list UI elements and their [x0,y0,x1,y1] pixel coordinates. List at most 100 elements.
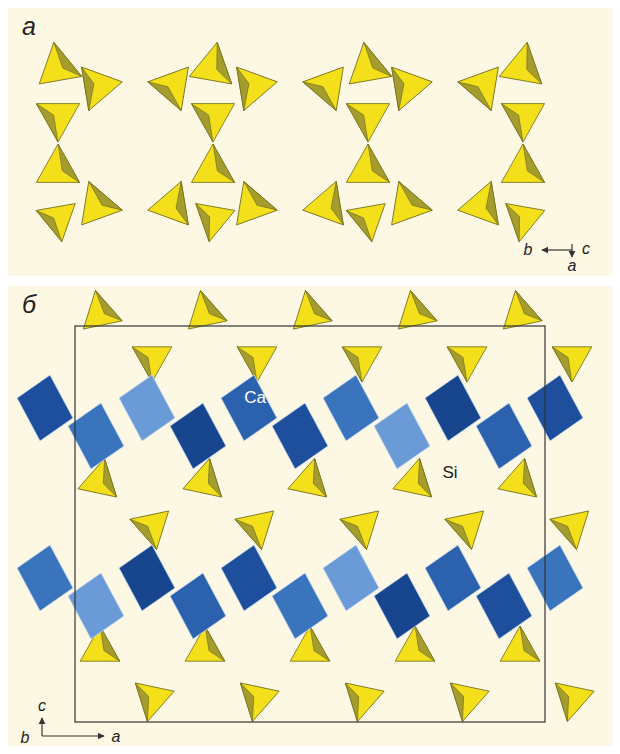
tetrahedron-face [323,181,356,224]
tetrahedron-face [36,144,79,182]
tetrahedron-face [415,626,435,661]
si-tetrahedron [378,67,432,118]
si-tetrahedron [496,286,542,329]
ca-polyhedron [527,545,583,611]
tetrahedron-face [200,286,227,325]
tetrahedron-face [191,104,213,142]
tetrahedron-face [342,347,362,382]
tetrahedron-face [36,207,62,245]
tetrahedron-face [233,683,279,726]
tetrahedron-face [68,67,122,118]
si-tetrahedron [181,286,227,329]
si-tetrahedron [190,204,235,246]
si-tetrahedron [189,39,238,84]
tetrahedron-face [378,67,411,110]
tetrahedron-face [33,39,82,84]
si-tetrahedron [548,683,594,726]
tetrahedron-face [338,683,365,722]
si-tetrahedron [342,347,382,382]
tetrahedron-face [303,74,336,117]
tetrahedron-face [501,104,523,142]
tetrahedron-face [95,286,122,325]
tetrahedron-face [501,144,544,182]
tetrahedron-face [76,286,122,329]
tetrahedron-face [496,286,542,329]
tetrahedron-face [148,74,181,117]
tetrahedron-face [338,683,384,726]
ca-polyhedron [272,403,328,469]
ca-polyhedron [221,545,277,611]
ca-polyhedron [527,375,583,441]
tetrahedron-face [550,515,577,554]
si-tetrahedron [500,204,545,246]
si-tetrahedron [68,174,122,225]
figure-panel: б [8,286,612,746]
ca-polyhedron [68,573,124,639]
tetrahedron-face [478,181,511,224]
tetrahedron-face [391,286,437,329]
ca-polyhedron [476,403,532,469]
tetrahedron-face [36,104,79,142]
tetrahedron-face [500,204,545,246]
si-tetrahedron [128,683,174,726]
ca-polyhedron [425,375,481,441]
tetrahedron-face [346,104,389,142]
si-tetrahedron [148,67,202,118]
tetrahedron-face [213,144,235,182]
si-tetrahedron [346,144,389,182]
si-tetrahedron [458,174,512,225]
si-tetrahedron [191,144,234,182]
tetrahedron-face [501,104,544,142]
tetrahedron-face [210,42,238,84]
tetrahedron-face [458,174,512,225]
tetrahedron-face [346,104,368,142]
tetrahedron-face [523,144,545,182]
tetrahedron-face [515,286,542,325]
tetrahedron-face [447,347,487,382]
tetrahedron-face [307,458,334,497]
ca-polyhedron [221,375,277,441]
tetrahedron-face [202,458,229,497]
si-tetrahedron [346,204,391,246]
tetrahedron-face [286,286,332,329]
axis-arrow [41,718,42,736]
si-tetrahedron [443,683,489,726]
si-tetrahedron [36,104,79,142]
si-tetrahedron [237,347,277,382]
si-tetrahedron [501,144,544,182]
tetrahedron-face [520,626,540,661]
tetrahedron-face [128,683,155,722]
si-tetrahedron [445,511,491,554]
tetrahedron-face [97,458,124,497]
ca-polyhedron [68,403,124,469]
ca-polyhedron [374,403,430,469]
tetrahedron-face [343,39,392,84]
si-tetrahedron [191,104,234,142]
tetrahedron-face [443,683,470,722]
axis-label: a [112,729,121,745]
unit-cell [75,326,545,722]
tetrahedron-face [181,286,227,329]
tetrahedron-face [148,67,202,118]
tetrahedron-face [368,144,390,182]
si-tetrahedron [447,347,487,382]
tetrahedron-face [36,104,58,142]
silicate-chain [33,39,549,245]
tetrahedron-face [191,144,234,182]
si-tetrahedron [76,286,122,329]
axis-label: c [38,698,46,714]
tetrahedron-face [237,347,277,382]
panel-letter: а [8,8,36,41]
tetrahedron-face [310,626,330,661]
si-tetrahedron [223,174,277,225]
ca-polyhedron [17,545,73,611]
ca-polyhedron [272,573,328,639]
tetrahedron-face [500,204,526,242]
tetrahedron-face [36,204,81,246]
axis-arrow [42,735,104,736]
si-tetrahedron [343,39,392,84]
tetrahedron-face [303,67,357,118]
ca-polyhedron [170,403,226,469]
si-tetrahedron [303,174,357,225]
